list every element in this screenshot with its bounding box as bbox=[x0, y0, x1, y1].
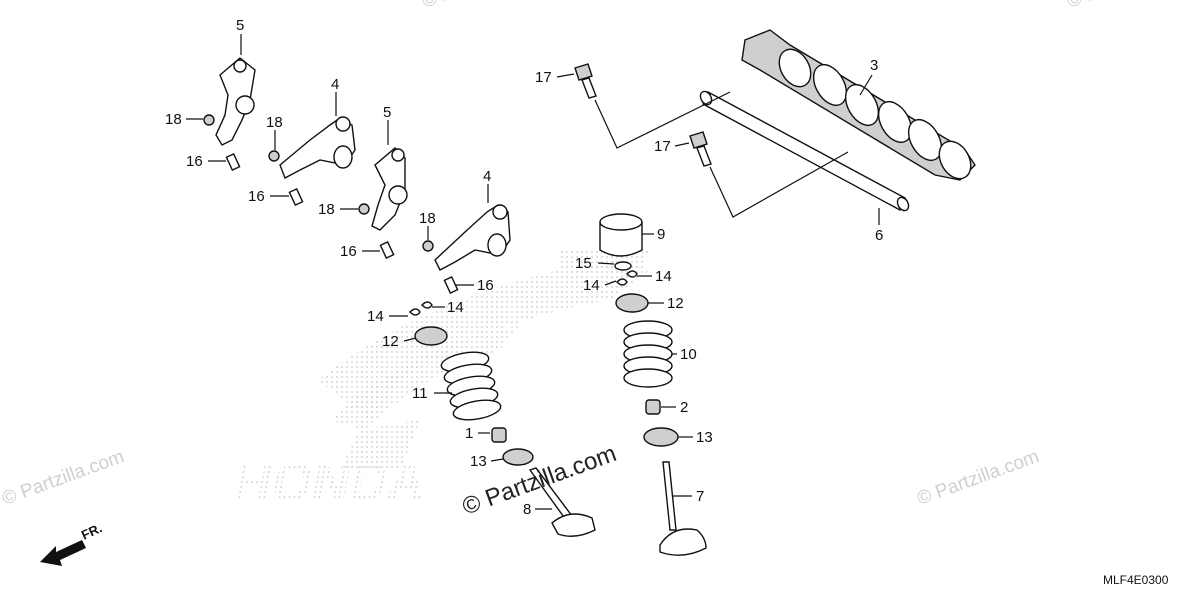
callout-16: 16 bbox=[340, 243, 357, 260]
callout-17: 17 bbox=[654, 138, 671, 155]
callout-18: 18 bbox=[165, 111, 182, 128]
diagram-code: MLF4E0300 bbox=[1103, 573, 1169, 587]
callout-12: 12 bbox=[382, 333, 399, 350]
stem-seal-2 bbox=[645, 399, 661, 415]
callout-14: 14 bbox=[655, 268, 672, 285]
callout-14: 14 bbox=[583, 277, 600, 294]
rocker-arm-5-right bbox=[371, 147, 408, 231]
watermark: © Partzilla.com bbox=[0, 446, 127, 510]
callout-10: 10 bbox=[680, 346, 697, 363]
cotter-14-d bbox=[626, 270, 638, 278]
camshaft bbox=[741, 29, 976, 181]
callout-4: 4 bbox=[331, 76, 339, 93]
callout-7: 7 bbox=[696, 488, 704, 505]
honda-logo-text: HONDA bbox=[230, 454, 431, 512]
callout-8: 8 bbox=[523, 501, 531, 518]
cotter-14-b bbox=[421, 301, 433, 309]
valve-spring-11 bbox=[440, 351, 502, 421]
callout-18: 18 bbox=[266, 114, 283, 131]
screw-16-c bbox=[379, 241, 395, 259]
stem-seal-1 bbox=[491, 427, 507, 443]
nut-18-a bbox=[203, 114, 215, 126]
valve-lifter bbox=[599, 213, 643, 257]
callout-4: 4 bbox=[483, 168, 491, 185]
exhaust-valve-8 bbox=[528, 467, 596, 537]
bolt-upper bbox=[574, 63, 597, 99]
callout-16: 16 bbox=[186, 153, 203, 170]
rocker-arm-5-left bbox=[215, 57, 256, 146]
nut-18-b bbox=[268, 150, 280, 162]
screw-16-a bbox=[225, 153, 241, 171]
valve-spring-10 bbox=[623, 320, 673, 388]
callout-14: 14 bbox=[447, 299, 464, 316]
spring-seat-13-left bbox=[502, 448, 534, 466]
intake-valve-7 bbox=[659, 461, 707, 556]
rocker-arm-4-left bbox=[279, 116, 356, 179]
honda-logo-watermark: HONDA bbox=[230, 250, 650, 512]
callout-11: 11 bbox=[412, 385, 428, 402]
leader-lines bbox=[186, 34, 880, 510]
callout-13: 13 bbox=[696, 429, 713, 446]
callout-numbers: 5 4 5 4 18 18 18 18 16 16 16 16 14 14 14… bbox=[165, 17, 883, 518]
callout-16: 16 bbox=[477, 277, 494, 294]
callout-1: 1 bbox=[465, 425, 473, 442]
rocker-shaft bbox=[699, 90, 910, 212]
callout-5: 5 bbox=[236, 17, 244, 34]
screw-16-b bbox=[288, 188, 304, 206]
cotter-14-c bbox=[616, 278, 628, 286]
callout-13: 13 bbox=[470, 453, 487, 470]
retainer-12-left bbox=[414, 326, 448, 346]
callout-16: 16 bbox=[248, 188, 265, 205]
shim-15 bbox=[614, 261, 632, 271]
watermark: © Partzilla.com bbox=[915, 446, 1042, 510]
callout-17: 17 bbox=[535, 69, 552, 86]
rocker-arm-4-right bbox=[434, 204, 511, 271]
callout-18: 18 bbox=[318, 201, 335, 218]
screw-16-d bbox=[443, 276, 459, 294]
retainer-12-right bbox=[615, 293, 649, 313]
watermark: © Partzilla.com bbox=[1065, 0, 1192, 13]
nut-18-c bbox=[358, 203, 370, 215]
callout-6: 6 bbox=[875, 227, 883, 244]
cotter-14-a bbox=[409, 308, 421, 316]
bolt-lower bbox=[689, 131, 712, 167]
callout-2: 2 bbox=[680, 399, 688, 416]
callout-14: 14 bbox=[367, 308, 384, 325]
callout-9: 9 bbox=[657, 226, 665, 243]
nut-18-d bbox=[422, 240, 434, 252]
front-label: FR. bbox=[79, 520, 104, 542]
watermark: © Partzilla.com bbox=[420, 0, 547, 13]
front-arrow-icon: FR. bbox=[40, 520, 104, 566]
callout-5: 5 bbox=[383, 104, 391, 121]
callout-18: 18 bbox=[419, 210, 436, 227]
callout-12: 12 bbox=[667, 295, 684, 312]
callout-15: 15 bbox=[575, 255, 592, 272]
callout-3: 3 bbox=[870, 57, 878, 74]
spring-seat-13-right bbox=[643, 427, 679, 447]
